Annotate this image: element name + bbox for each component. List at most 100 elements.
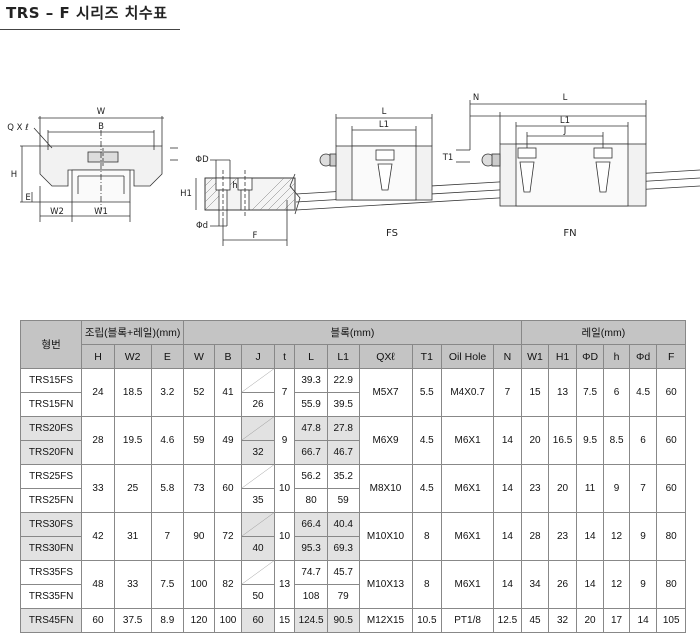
label-b: B [98, 122, 104, 132]
label-fs-l: L [382, 107, 387, 117]
model-cell: TRS30FN [19, 536, 83, 561]
cell-oil: M6X1 [441, 512, 495, 561]
label-od: ΦD [195, 155, 209, 165]
cell-l: 108 [294, 584, 328, 609]
cell-t: 7 [273, 368, 296, 417]
cell-l1: 46.7 [326, 440, 360, 465]
column-header: E [150, 344, 185, 369]
cell-w1: 28 [520, 512, 550, 561]
cell-j: 32 [241, 440, 275, 465]
cell-j: 26 [241, 392, 275, 417]
cell-l1: 40.4 [326, 512, 360, 537]
dimension-diagram: Q X ℓ W B H E W2 W1 ΦD H1 h Φd F L L1 L … [7, 93, 700, 246]
cell-od: 7 [628, 464, 658, 513]
column-header: L1 [326, 344, 360, 369]
cell-h1: 23 [548, 512, 577, 561]
cell-od: 11 [575, 464, 605, 513]
cell-l1: 27.8 [326, 416, 360, 441]
cell-od: 14 [628, 608, 658, 633]
cell-b: 82 [213, 560, 243, 609]
column-header: Φd [628, 344, 658, 369]
cell-w2: 19.5 [113, 416, 152, 465]
label-f: F [253, 231, 258, 241]
label-e: E [25, 193, 30, 203]
column-header: F [656, 344, 686, 369]
cell-j: 60 [241, 608, 275, 633]
model-cell: TRS15FS [19, 368, 83, 393]
column-header: W1 [520, 344, 550, 369]
cell-l: 124.5 [294, 608, 328, 633]
model-cell: TRS45FN [19, 608, 83, 633]
cell-w1: 15 [520, 368, 550, 417]
label-w: W [97, 107, 106, 117]
cell-l: 39.3 [294, 368, 328, 393]
label-fs-l1: L1 [379, 120, 389, 130]
cell-w1: 20 [520, 416, 550, 465]
cell-t1: 8 [411, 560, 443, 609]
cell-n: 14 [493, 560, 522, 609]
cell-j: 50 [241, 584, 275, 609]
title-underline [0, 29, 180, 30]
cell-h: 33 [81, 464, 115, 513]
label-fn: FN [563, 228, 576, 239]
column-header: Oil Hole [441, 344, 495, 369]
cell-h: 48 [81, 560, 115, 609]
cell-h: 6 [603, 368, 630, 417]
cell-f: 80 [656, 512, 686, 561]
label-qxl: Q X ℓ [7, 123, 28, 133]
cell-l1: 79 [326, 584, 360, 609]
cell-w1: 45 [520, 608, 550, 633]
cell-w: 73 [183, 464, 215, 513]
label-fn-l1: L1 [560, 116, 570, 126]
cell-od: 9 [628, 512, 658, 561]
label-h: H [11, 170, 17, 180]
cell-j: 40 [241, 536, 275, 561]
cell-j [241, 416, 275, 441]
model-cell: TRS25FN [19, 488, 83, 513]
cell-e: 8.9 [150, 608, 185, 633]
cell-b: 72 [213, 512, 243, 561]
cell-qxl: M10X13 [358, 560, 413, 609]
cell-l: 56.2 [294, 464, 328, 489]
cell-l1: 90.5 [326, 608, 360, 633]
cell-l: 74.7 [294, 560, 328, 585]
cell-e: 3.2 [150, 368, 185, 417]
cell-w1: 34 [520, 560, 550, 609]
cell-t: 10 [273, 464, 296, 513]
cell-oil: M6X1 [441, 464, 495, 513]
column-header: H1 [548, 344, 577, 369]
model-cell: TRS15FN [19, 392, 83, 417]
cell-od: 20 [575, 608, 605, 633]
cell-j [241, 368, 275, 393]
label-n: N [473, 93, 479, 103]
cell-l: 55.9 [294, 392, 328, 417]
front-view [20, 116, 178, 222]
cell-h: 12 [603, 512, 630, 561]
header-rail: 레일(mm) [520, 320, 687, 345]
column-header: W2 [113, 344, 152, 369]
cell-w2: 25 [113, 464, 152, 513]
header-assembly: 조립(블록+레일)(mm) [81, 320, 185, 345]
cell-w: 100 [183, 560, 215, 609]
model-cell: TRS35FN [19, 584, 83, 609]
cell-l1: 59 [326, 488, 360, 513]
cell-l1: 69.3 [326, 536, 360, 561]
cell-n: 7 [493, 368, 522, 417]
header-model: 형번 [19, 320, 83, 369]
cell-od: 14 [575, 512, 605, 561]
column-header: B [213, 344, 243, 369]
cell-t1: 4.5 [411, 464, 443, 513]
cell-od: 7.5 [575, 368, 605, 417]
cell-h: 42 [81, 512, 115, 561]
cell-h: 17 [603, 608, 630, 633]
cell-w: 90 [183, 512, 215, 561]
page-title: TRS – F 시리즈 치수표 [6, 4, 168, 22]
cell-b: 49 [213, 416, 243, 465]
